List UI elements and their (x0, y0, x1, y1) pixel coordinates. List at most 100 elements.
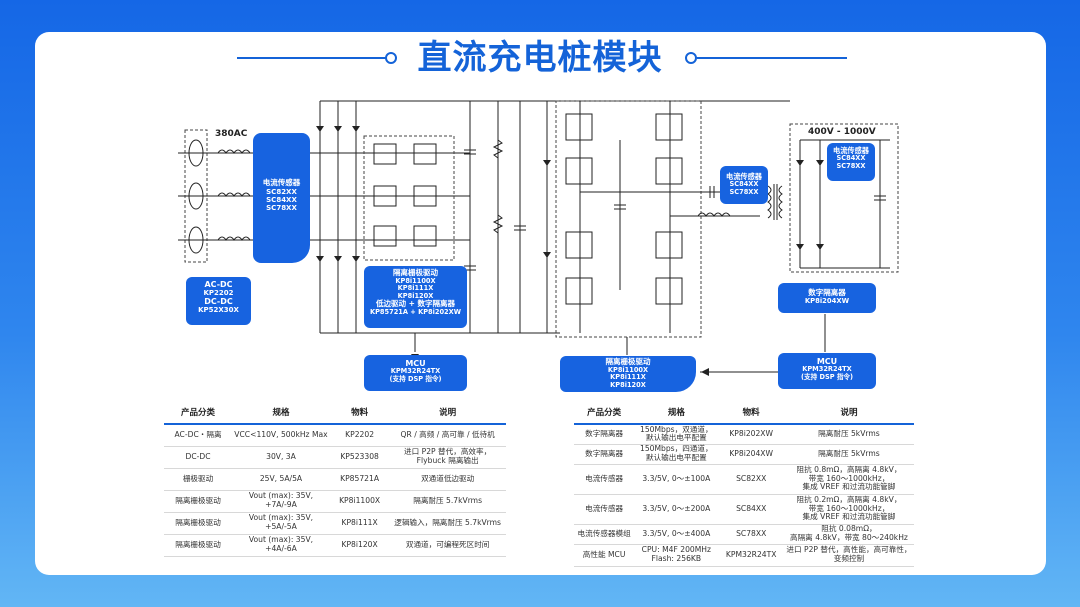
block-part: KP8i120X (397, 291, 434, 300)
mcu-block-left: MCU KPM32R24TX (支持 DSP 指令) (364, 355, 467, 391)
block-title: MCU (816, 357, 838, 366)
table-cell: 高性能 MCU (574, 544, 635, 567)
table-cell: 进口 P2P 替代，高性能，高可靠性，变频控制 (783, 544, 914, 567)
block-part: KP8i120X (610, 380, 646, 389)
table-cell: QR / 高频 / 高可靠 / 低待机 (389, 424, 506, 447)
block-part: SC82XX (266, 187, 297, 196)
block-part: KP2202 (203, 289, 234, 298)
table-cell: 阻抗 0.8mΩ，高隔离 4.8kV，带宽 160～1000kHz，集成 VRE… (783, 464, 914, 495)
block-title: MCU (405, 359, 426, 368)
table-cell: 隔离耐压 5kVrms (783, 444, 914, 465)
block-part: KP8i204XW (804, 296, 850, 305)
table-cell: VCC<110V, 500kHz Max (232, 424, 330, 447)
current-sensor-block-mid: 电流传感器 SC84XX SC78XX (720, 166, 768, 204)
gate-driver-block-mid: 隔离栅极驱动 KP8i1100X KP8i111X KP8i120X (560, 356, 696, 392)
table-cell: SC82XX (718, 464, 784, 495)
table-cell: 25V, 5A/5A (232, 468, 330, 491)
block-title: AC-DC (204, 280, 233, 289)
table-cell: Vout (max): 35V,+4A/-6A (232, 534, 330, 557)
acdc-dcdc-block: AC-DC KP2202 DC-DC KP52X30X (186, 277, 251, 325)
input-voltage-label: 380AC (215, 129, 248, 139)
block-part: KP8i111X (610, 373, 646, 382)
block-title: 隔离栅极驱动 (393, 268, 438, 277)
block-part: KP52X30X (198, 306, 239, 315)
table-cell: Vout (max): 35V,+5A/-5A (232, 512, 330, 535)
table-cell: 30V, 3A (232, 446, 330, 469)
table-cell: 电流传感器 (574, 464, 635, 495)
table-cell: 隔离耐压 5.7kVrms (389, 490, 506, 513)
table-header-cell: 物料 (718, 401, 784, 425)
table-header-cell: 产品分类 (574, 401, 635, 425)
block-title: 电流传感器 (262, 178, 301, 187)
block-title: 数字隔离器 (808, 288, 846, 297)
table-cell: 双通道低边驱动 (389, 468, 506, 491)
block-title: 电流传感器 (726, 172, 762, 181)
table-cell: 150Mbps，四通道，默认输出电平配置 (634, 444, 719, 465)
table-cell: KP2202 (329, 424, 390, 447)
block-part: KP8i1100X (607, 365, 649, 374)
table-cell: KP85721A (329, 468, 390, 491)
table-cell: 3.3/5V, 0～±200A (634, 494, 719, 525)
title-line-left (237, 57, 387, 59)
table-cell: 电流传感器模组 (574, 524, 635, 545)
table-cell: 栅极驱动 (164, 468, 233, 491)
block-part: KP8i1100X (395, 276, 436, 285)
table-cell: KP8i202XW (718, 424, 784, 445)
table-cell: 逻辑输入，隔离耐压 5.7kVrms (389, 512, 506, 535)
table-cell: KP8i120X (329, 534, 390, 557)
block-title: 低边驱动 + 数字隔离器 (375, 299, 455, 309)
table-cell: 隔离栅极驱动 (164, 534, 233, 557)
block-part: KPM32R24TX (802, 365, 852, 374)
table-cell: 3.3/5V, 0～±100A (634, 464, 719, 495)
table-cell: 数字隔离器 (574, 424, 635, 445)
block-part: (支持 DSP 指令) (389, 374, 442, 383)
block-title: 隔离栅极驱动 (605, 357, 651, 366)
block-part: SC78XX (266, 203, 297, 212)
table-header-cell: 规格 (634, 401, 719, 425)
block-part: SC84XX (266, 195, 297, 204)
table-cell: 3.3/5V, 0～±400A (634, 524, 719, 545)
digital-isolator-block: 数字隔离器 KP8i204XW (778, 283, 876, 313)
block-part: KP85721A + KP8i202XW (369, 307, 461, 316)
current-sensor-block-right: 电流传感器 SC84XX SC78XX (827, 143, 875, 181)
block-part: (支持 DSP 指令) (800, 372, 854, 381)
gate-driver-block-left: 隔离栅极驱动 KP8i1100X KP8i111X KP8i120X 低边驱动 … (364, 266, 467, 328)
table-cell: 双通道，可编程死区时间 (389, 534, 506, 557)
table-cell: 阻抗 0.08mΩ，高隔离 4.8kV，带宽 80～240kHz (783, 524, 914, 545)
table-cell: KP523308 (329, 446, 390, 469)
title-dot-right (685, 52, 697, 64)
table-cell: KP8i1100X (329, 490, 390, 513)
block-title: DC-DC (204, 297, 233, 307)
table-cell: SC84XX (718, 494, 784, 525)
page-title: 直流充电桩模块 (417, 38, 663, 78)
table-cell: 进口 P2P 替代，高效率，Flybuck 隔离输出 (389, 446, 506, 469)
table-header-cell: 物料 (329, 401, 390, 425)
table-cell: DC-DC (164, 446, 233, 469)
block-part: SC84XX (729, 180, 759, 189)
table-header-cell: 产品分类 (164, 401, 233, 425)
table-cell: 隔离栅极驱动 (164, 490, 233, 513)
table-cell: 电流传感器 (574, 494, 635, 525)
block-part: KPM32R24TX (390, 367, 441, 376)
table-cell: 隔离栅极驱动 (164, 512, 233, 535)
table-header-cell: 说明 (389, 401, 506, 425)
table-cell: 150Mbps，双通道，默认输出电平配置 (634, 424, 719, 445)
table-header-cell: 说明 (783, 401, 914, 425)
table-cell: 数字隔离器 (574, 444, 635, 465)
table-cell: Vout (max): 35V,+7A/-9A (232, 490, 330, 513)
mcu-block-right: MCU KPM32R24TX (支持 DSP 指令) (778, 353, 876, 389)
